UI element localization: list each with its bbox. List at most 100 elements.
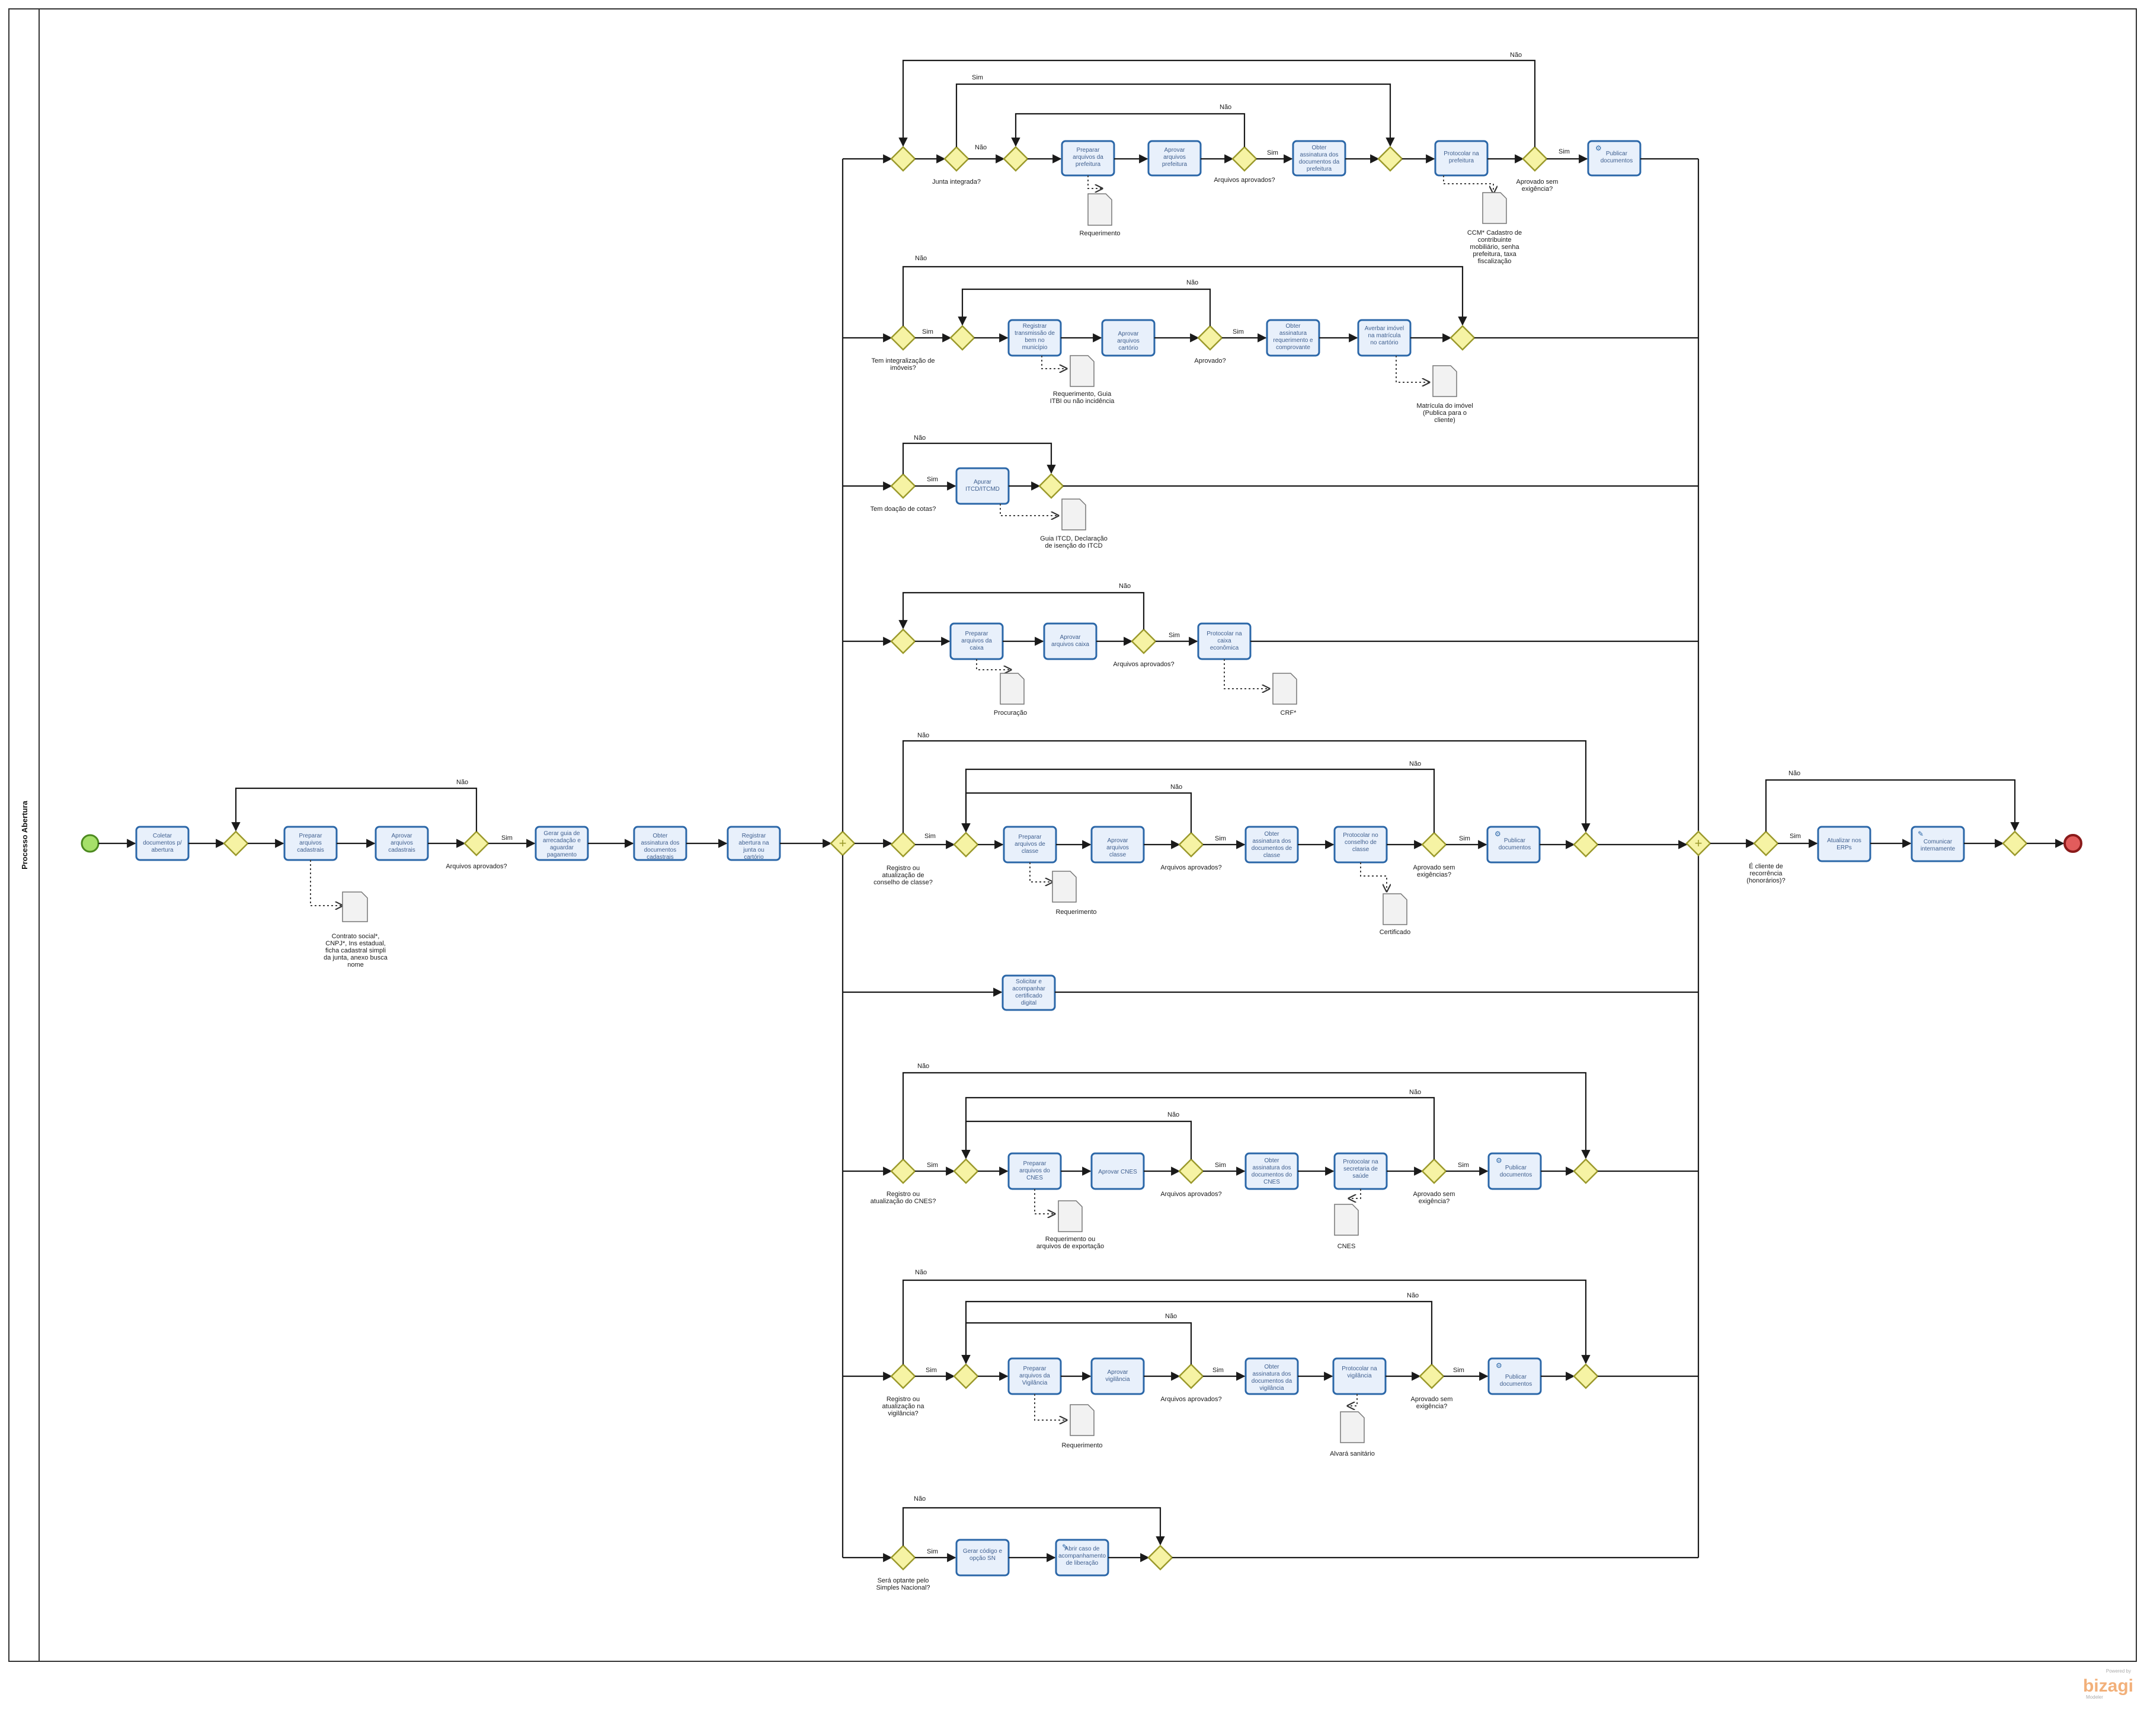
gateway-registro-vigilancia[interactable] — [890, 1363, 916, 1389]
gateway-merge[interactable] — [1038, 473, 1064, 499]
task-aprovar-cnes[interactable]: Aprovar CNES — [1090, 1152, 1145, 1190]
gateway-junta-integrada[interactable] — [943, 146, 969, 172]
gateway-arquivos-aprovados[interactable] — [1131, 628, 1157, 654]
gateway-merge[interactable] — [953, 832, 979, 858]
svg-text:Não: Não — [1167, 1111, 1179, 1118]
gateway-aprovado-sem-exigencia[interactable] — [1421, 1158, 1447, 1184]
gateway-arquivos-aprovados[interactable] — [1178, 1363, 1204, 1389]
gateway-arquivos-aprovados[interactable] — [1231, 146, 1258, 172]
gateway-registro-cnes[interactable] — [890, 1158, 916, 1184]
service-icon: ⚙ — [1495, 830, 1501, 838]
gateway-merge[interactable] — [949, 325, 975, 351]
svg-text:Não: Não — [1165, 1313, 1177, 1320]
svg-text:Arquivos aprovados?: Arquivos aprovados? — [1214, 177, 1275, 184]
start-event[interactable] — [81, 834, 100, 853]
gateway-merge[interactable] — [890, 146, 916, 172]
parallel-join[interactable] — [1685, 830, 1711, 856]
svg-text:Não: Não — [1409, 1089, 1421, 1096]
svg-text:Contrato social*,CNPJ*, Ins es: Contrato social*,CNPJ*, Ins estadual,fic… — [324, 933, 388, 968]
gateway-optante-simples[interactable] — [890, 1545, 916, 1571]
svg-text:bizagi: bizagi — [2083, 1676, 2133, 1696]
gateway-merge[interactable] — [1573, 1158, 1599, 1184]
gateway-merge[interactable] — [1573, 1363, 1599, 1389]
gateway-merge[interactable] — [2002, 830, 2028, 856]
svg-text:Requerimento: Requerimento — [1055, 909, 1096, 916]
svg-text:Matrícula do imóvel(Publica pa: Matrícula do imóvel(Publica para oclient… — [1416, 402, 1473, 424]
gateway-arquivos-aprovados[interactable] — [1178, 832, 1204, 858]
gateway-arquivos-aprovados[interactable] — [1178, 1158, 1204, 1184]
svg-text:Arquivos aprovados?: Arquivos aprovados? — [1160, 864, 1221, 871]
gateway-aprovado-sem-exigencias[interactable] — [1421, 832, 1447, 858]
gateway-merge[interactable] — [1573, 832, 1599, 858]
gateway-merge[interactable] — [223, 830, 249, 856]
gateway-registro-classe[interactable] — [890, 832, 916, 858]
end-event[interactable] — [2063, 834, 2082, 853]
gateway-cliente-recorrencia[interactable] — [1753, 830, 1779, 856]
gateway-merge[interactable] — [1003, 146, 1029, 172]
gateway-aprovado-sem-exigencia[interactable] — [1522, 146, 1548, 172]
gateway-merge[interactable] — [1450, 325, 1476, 351]
gateway-aprovado[interactable] — [1197, 325, 1223, 351]
data-object-contrato: Contrato social*,CNPJ*, Ins estadual,fic… — [324, 891, 388, 968]
svg-text:Sim: Sim — [1559, 148, 1570, 155]
svg-text:Procuração: Procuração — [994, 709, 1027, 717]
gateway-merge[interactable] — [1147, 1545, 1173, 1571]
gateway-merge[interactable] — [953, 1158, 979, 1184]
gateway-arquivos-aprovados[interactable] — [463, 830, 489, 856]
gateway-merge[interactable] — [953, 1363, 979, 1389]
gateway-tem-integralizacao[interactable] — [890, 325, 916, 351]
gateway-aprovado-sem-exigencia[interactable] — [1419, 1363, 1445, 1389]
gateway-tem-doacao[interactable] — [890, 473, 916, 499]
gateway-merge[interactable] — [1377, 146, 1403, 172]
gateway-merge[interactable] — [890, 628, 916, 654]
svg-text:Não: Não — [1788, 770, 1800, 777]
